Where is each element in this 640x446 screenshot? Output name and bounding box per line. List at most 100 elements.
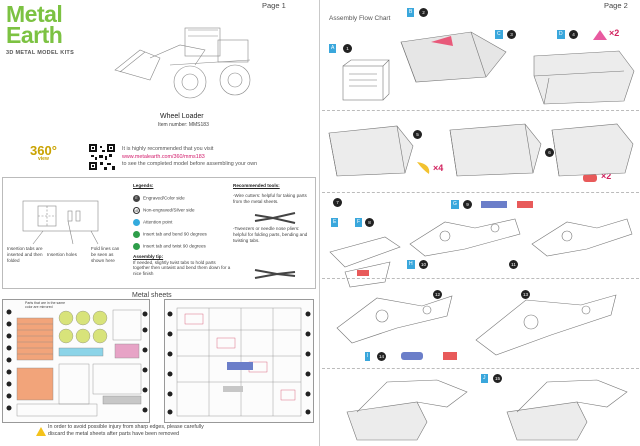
divider <box>322 192 639 193</box>
brand-logo: Metal Earth <box>6 1 63 48</box>
label-insertion-holes: Insertion holes <box>47 252 77 257</box>
item-number: Item number: MMS183 <box>158 122 209 128</box>
step-number: 8 <box>365 218 374 227</box>
step-tag: J <box>481 374 488 383</box>
legend-text: Attention point <box>143 219 173 225</box>
tab-diagram <box>22 200 99 245</box>
step-number: 4 <box>569 30 578 39</box>
pink-tooth-icon <box>593 30 607 40</box>
quantity-multiplier: ×4 <box>433 163 444 173</box>
step-number: 13 <box>521 290 530 299</box>
attention-icon <box>133 218 140 226</box>
arm-assembly-3 <box>336 295 453 344</box>
visit-line-2: to see the completed model before assemb… <box>122 161 258 167</box>
silver-side-icon: NE <box>133 206 140 214</box>
page-2: Page 2 Assembly Flow Chart A 1 B 2 C 3 D… <box>321 0 640 446</box>
warning-icon <box>36 427 46 436</box>
red-part-icon <box>583 174 597 182</box>
step-tag: H <box>407 260 415 269</box>
step-tag: E <box>331 218 339 227</box>
legend-text: Engraved/Color side <box>143 195 185 201</box>
step-number: 10 <box>419 260 428 269</box>
bucket-assembly-3 <box>449 123 542 177</box>
red-pin-part <box>517 201 533 208</box>
page-label: Page 1 <box>262 1 286 10</box>
step-number: 2 <box>419 8 428 17</box>
step-number: 3 <box>507 30 516 39</box>
final-loader-arm-2 <box>506 379 628 441</box>
arm-assembly-2 <box>531 218 633 257</box>
legend-item: Insert tab and twist 90 degrees <box>133 242 233 250</box>
step-tag: F <box>355 218 363 227</box>
step-number: 15 <box>493 374 502 383</box>
bucket-assembly-1 <box>533 50 635 105</box>
legend-text: Insert tab and twist 90 degrees <box>143 243 206 249</box>
divider <box>322 368 639 369</box>
brand-line-1: Metal <box>6 1 63 27</box>
visit-website-note: It is highly recommended that you visit … <box>122 146 312 169</box>
red-link-part <box>443 352 457 360</box>
quantity-multiplier: ×2 <box>601 171 612 181</box>
step-tag: I <box>365 352 371 361</box>
step-number: 14 <box>377 352 386 361</box>
tool-pliers-text: -Tweezers or needle nose pliers: helpful… <box>233 226 308 243</box>
quantity-multiplier: ×2 <box>609 28 620 38</box>
model-title: Wheel Loader <box>160 113 204 120</box>
twist-tab-icon <box>133 242 140 250</box>
tools-list: Recommended tools: -Wire cutters: helpfu… <box>233 183 311 279</box>
bend-tab-icon <box>133 230 140 238</box>
final-loader-arm-1 <box>346 379 468 441</box>
visit-url-link[interactable]: www.metalearth.com/360/mms183 <box>122 153 205 160</box>
assembly-tip-heading: Assembly tip: <box>133 253 164 259</box>
wheel-loader-illustration <box>114 27 251 99</box>
legend-text: Non-engraved/Silver side <box>143 207 195 213</box>
tool-cutters-text: -Wire cutters: helpful for taking parts … <box>233 192 307 204</box>
step-number: 12 <box>433 290 442 299</box>
step-number: 1 <box>343 44 352 53</box>
pliers-icon <box>254 269 296 279</box>
legend-item: Attention point <box>133 218 233 226</box>
bucket-assembly-4 <box>551 123 634 177</box>
safety-warning: In order to avoid possible injury from s… <box>48 424 318 438</box>
assembly-tip-text: If needed, slightly twist tabs to hold p… <box>133 259 231 277</box>
page-1: Page 1 Metal Earth 3D METAL MODEL KITS W… <box>0 0 320 446</box>
step-tag: B <box>407 8 415 17</box>
brand-subtitle: 3D METAL MODEL KITS <box>6 50 75 56</box>
qr-code-icon[interactable] <box>88 143 116 171</box>
step-tag: C <box>495 30 503 39</box>
step-number: 6 <box>545 148 554 157</box>
grey-cylinder-part <box>401 352 423 360</box>
brand-line-2: Earth <box>6 22 63 48</box>
sheet-2-parts <box>167 307 311 417</box>
metal-sheets-label: Metal sheets <box>132 292 172 299</box>
flow-chart-title: Assembly Flow Chart <box>329 15 391 22</box>
wire-cutters-icon <box>254 212 296 224</box>
legends-heading: Legends: <box>133 183 154 188</box>
bucket-frame-part <box>342 59 390 101</box>
bucket-side-part <box>400 31 507 83</box>
step-number: 9 <box>463 200 472 209</box>
view-360-sub: view <box>38 156 49 162</box>
divider <box>322 278 639 279</box>
sheet-note: Parts that are in the same color are mir… <box>25 301 66 309</box>
warning-line-1: In order to avoid possible injury from s… <box>48 424 204 430</box>
label-fold-lines: Fold lines can be seen as shown here <box>91 246 120 263</box>
legend-box: Insertion tabs are inserted and then fol… <box>2 177 316 289</box>
tools-heading: Recommended tools: <box>233 183 280 188</box>
arm-part <box>329 236 401 288</box>
engraved-side-icon: E <box>133 194 140 202</box>
step-number: 7 <box>333 198 342 207</box>
divider <box>322 110 639 111</box>
bucket-assembly-2 <box>328 125 414 177</box>
page-label: Page 2 <box>604 1 628 10</box>
step-number: 5 <box>413 130 422 139</box>
view-360-text: 360° <box>30 143 57 158</box>
visit-line-1: It is highly recommended that you visit <box>122 146 214 152</box>
view-360-badge: 360° view <box>30 143 57 162</box>
legend-text: Insert tab and bend 90 degrees <box>143 231 207 237</box>
step-tag: A <box>329 44 337 53</box>
metal-sheet-1: Parts that are in the same color are mir… <box>2 299 150 423</box>
